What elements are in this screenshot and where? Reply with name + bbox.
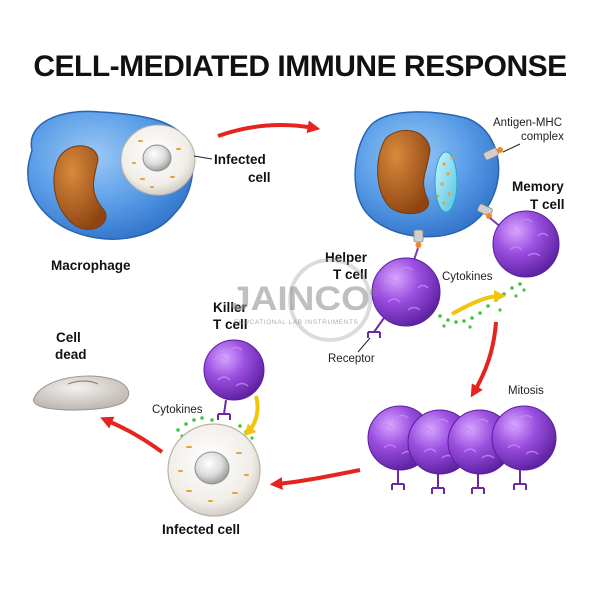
mhc-complex-bottom (413, 229, 424, 248)
macrophage-top-left (27, 110, 196, 240)
label-memory-t-cell-line-1: Memory (512, 179, 564, 194)
apc-membrane (354, 111, 500, 238)
watermark-ring (288, 258, 372, 342)
label-killer-t-cell-line-1: Killer (213, 300, 248, 315)
label-cytokines-left: Cytokines (152, 404, 203, 416)
infected-cell-bottom (167, 423, 261, 517)
memory-t-cell (489, 210, 560, 278)
label-infected-cell-top-line-1: Infected (214, 152, 266, 167)
dead-cell (33, 375, 130, 411)
antigen-fragments-top (132, 140, 181, 188)
label-helper-t-cell-line-2: T cell (333, 267, 368, 282)
leader-antigen-mhc (502, 143, 521, 153)
mhc-complex-top (483, 147, 503, 161)
antigen-fragments-vesicle (436, 156, 454, 205)
label-antigen-mhc-line-2: complex (521, 131, 564, 143)
arrow-cytokine-feedback (451, 290, 506, 316)
arrow-cytokine-killer (243, 395, 260, 437)
receptor-stalk (367, 317, 385, 338)
watermark-brand: JAINCO (230, 280, 370, 318)
label-helper-t-cell-line-1: Helper (325, 250, 368, 265)
antigen-vesicle (434, 151, 458, 213)
leader-receptor (357, 337, 371, 353)
label-antigen-mhc-line-1: Antigen-MHC (493, 117, 562, 129)
diagram-title: CELL-MEDIATED IMMUNE RESPONSE (33, 50, 567, 83)
label-mitosis: Mitosis (508, 385, 544, 397)
killer-t-cell (203, 339, 265, 420)
antigen-fragments-bottom (178, 446, 249, 502)
arrow-infected-to-dead (100, 416, 164, 454)
label-infected-cell-top-line-2: cell (248, 170, 271, 185)
arrow-engulf-to-present (217, 120, 321, 138)
label-infected-cell-bottom: Infected cell (162, 522, 240, 537)
mitosis-t-cells (367, 405, 557, 494)
label-receptor: Receptor (328, 353, 375, 365)
label-killer-t-cell-line-2: T cell (213, 317, 248, 332)
jainco-watermark: JAINCO ® EDUCATIONAL LAB INSTRUMENTS (230, 258, 378, 342)
watermark-registered: ® (370, 287, 378, 299)
label-cytokines-right: Cytokines (442, 271, 493, 283)
cytokine-dots-right (438, 282, 526, 329)
engulfed-infected-cell (120, 124, 196, 196)
apc-nucleus (377, 129, 431, 215)
leader-infected-cell-top (193, 155, 213, 160)
watermark-tagline: EDUCATIONAL LAB INSTRUMENTS (234, 319, 359, 326)
label-macrophage: Macrophage (51, 258, 131, 273)
arrow-helper-to-mitosis (470, 321, 498, 398)
antigen-presenting-macrophage (354, 111, 503, 248)
mitosis-cell-4 (491, 405, 557, 490)
label-cell-dead-line-2: dead (55, 347, 87, 362)
helper-t-cell (367, 247, 441, 338)
label-cell-dead-line-1: Cell (56, 330, 81, 345)
arrow-mitosis-to-infected (269, 468, 361, 490)
label-memory-t-cell-line-2: T cell (530, 197, 565, 212)
macrophage-nucleus (53, 145, 107, 230)
